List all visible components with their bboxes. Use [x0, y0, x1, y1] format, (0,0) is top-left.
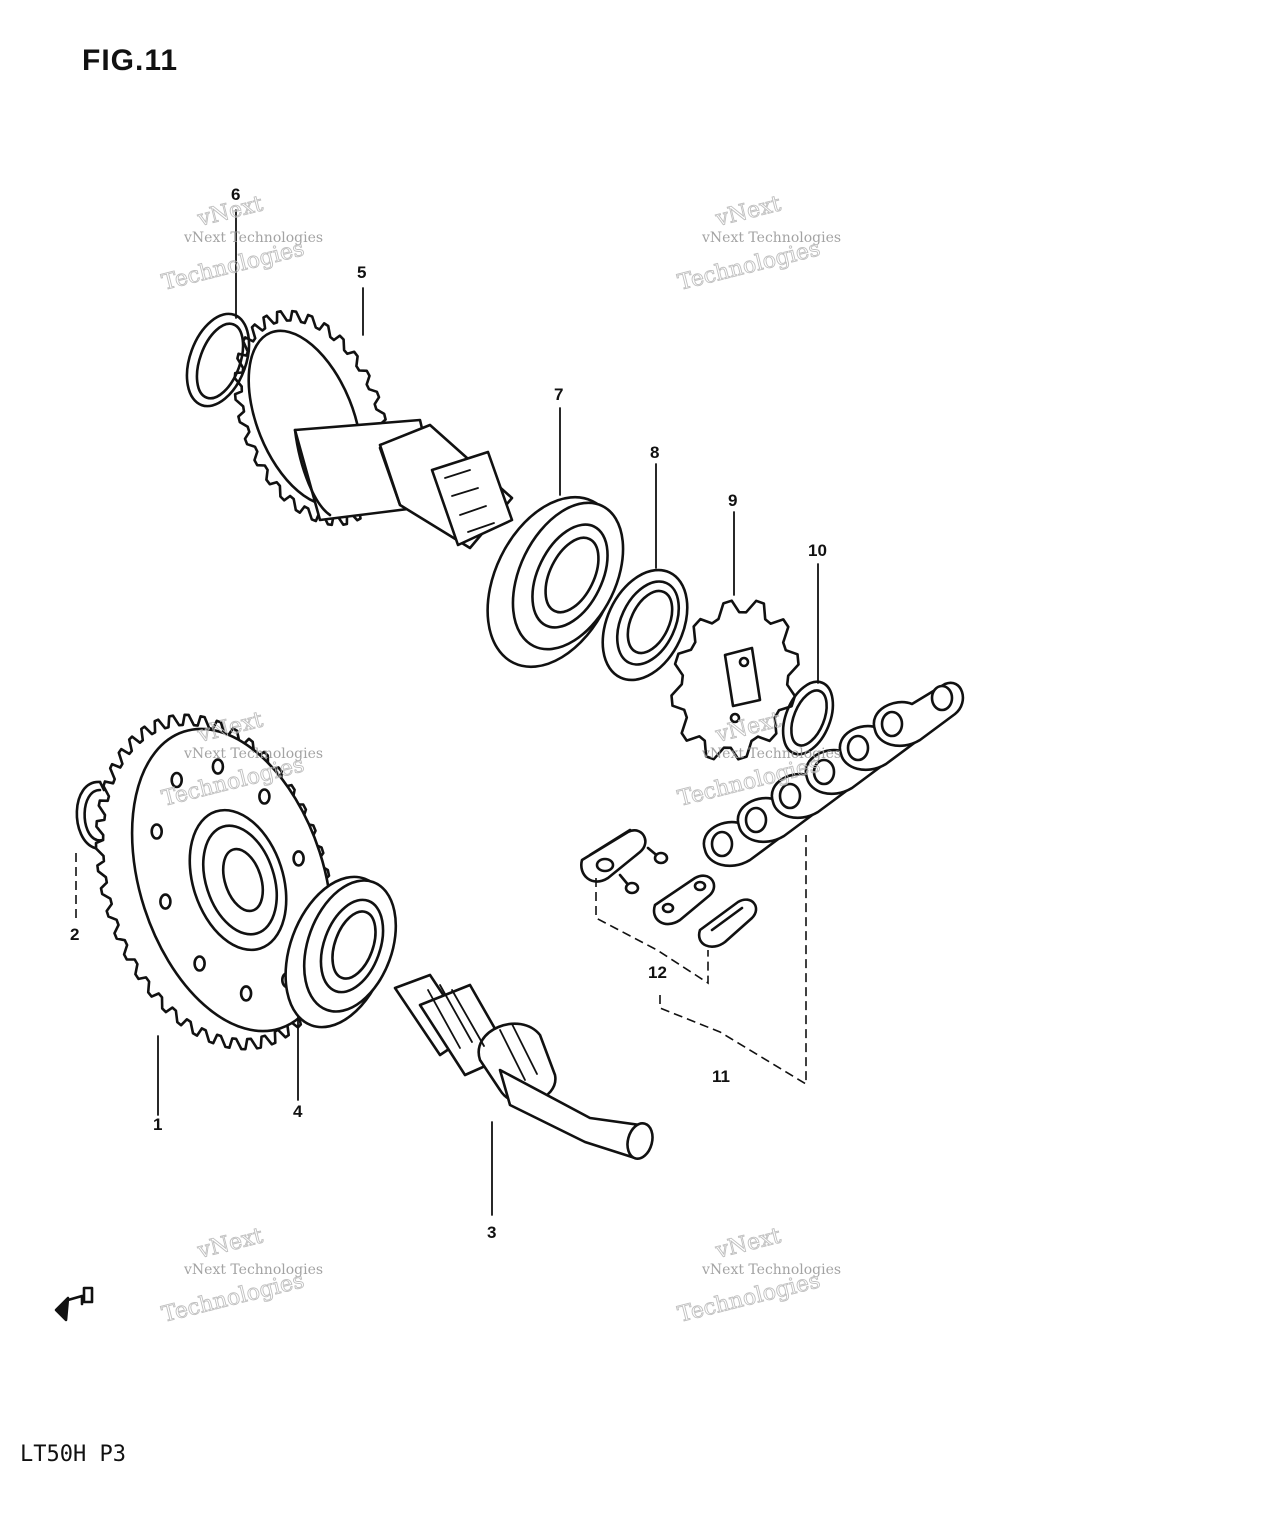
washer-6	[185, 312, 251, 408]
bolt-hole	[150, 823, 163, 840]
bolt-hole	[159, 893, 172, 910]
drive-chain-11	[702, 681, 965, 868]
callout-4: 4	[293, 1102, 303, 1121]
callout-1: 1	[153, 1115, 162, 1134]
callout-8: 8	[650, 443, 659, 462]
watermark-vnext: vNext	[712, 1224, 783, 1264]
callout-numbers: 6 5 7 8 9 10 2 1 4 3 12 11	[70, 185, 827, 1242]
watermark-vnext: vNext	[712, 192, 783, 232]
figure-title: FIG.11	[82, 44, 179, 77]
sprocket-9	[670, 599, 800, 761]
watermark-caption: vNext Technologies	[701, 746, 841, 762]
bolt-hole	[211, 758, 225, 775]
oil-seal-8	[601, 568, 689, 682]
bolt-hole	[170, 771, 183, 789]
watermark-caption: vNext Technologies	[183, 746, 323, 762]
output-shaft-3	[393, 973, 654, 1160]
circlip-10	[781, 680, 835, 756]
leader-lines	[75, 209, 819, 1216]
bolt-hole	[239, 985, 253, 1002]
bolt-hole	[258, 788, 271, 805]
bearing-7	[486, 495, 625, 669]
watermark-top-right: vNext vNext Technologies Technologies	[675, 191, 841, 296]
watermark-caption: vNext Technologies	[701, 230, 841, 246]
bearing-4	[284, 875, 398, 1029]
chain-link	[872, 681, 965, 748]
callout-11: 11	[712, 1067, 730, 1086]
chain-joint-12	[580, 828, 758, 948]
final-gear-1	[94, 713, 336, 1051]
watermark-bottom-left: vNext vNext Technologies Technologies	[159, 1223, 323, 1328]
watermark-caption: vNext Technologies	[701, 1262, 841, 1278]
bolt-hole	[193, 955, 206, 972]
watermark-caption: vNext Technologies	[183, 1262, 323, 1278]
callout-7: 7	[554, 385, 563, 404]
callout-3: 3	[487, 1223, 496, 1242]
countershaft-gear-5	[233, 309, 514, 550]
callout-12: 12	[648, 963, 667, 982]
callout-10: 10	[808, 541, 827, 560]
watermark-vnext: vNext	[194, 192, 265, 232]
callout-6: 6	[231, 185, 240, 204]
watermark-top-left: vNext vNext Technologies Technologies	[159, 191, 323, 296]
callout-5: 5	[357, 263, 366, 282]
callout-9: 9	[728, 491, 737, 510]
bolt-hole	[292, 850, 305, 867]
watermark-bottom-right: vNext vNext Technologies Technologies	[675, 1223, 841, 1328]
front-direction-arrow-icon	[54, 1286, 94, 1322]
watermark-vnext: vNext	[194, 1224, 265, 1264]
callout-2: 2	[70, 925, 79, 944]
model-code: LT50H P3	[20, 1442, 126, 1467]
watermark-caption: vNext Technologies	[183, 230, 323, 246]
